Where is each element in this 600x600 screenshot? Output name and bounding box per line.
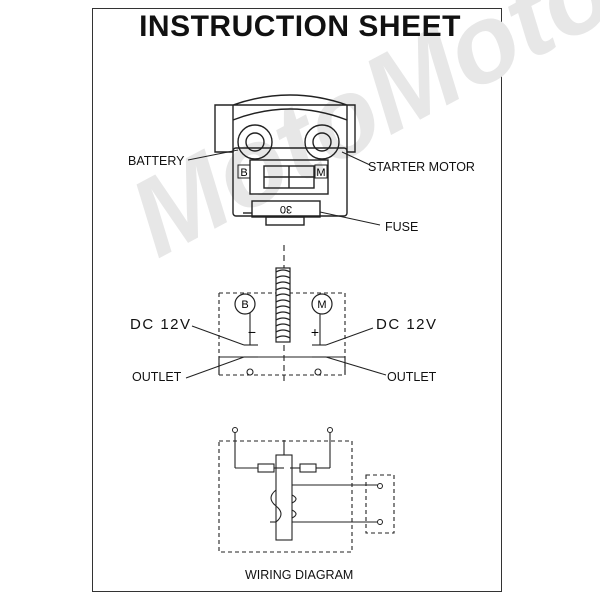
outlet-left-label: OUTLET <box>132 370 182 384</box>
terminal-b-label: B <box>240 167 247 179</box>
wiring-diagram <box>218 432 395 553</box>
outlet-right-label: OUTLET <box>387 370 437 384</box>
terminal-m-label: M <box>316 167 325 179</box>
page-title: INSTRUCTION SHEET <box>139 10 461 43</box>
dc-voltage-right: DC 12V <box>376 316 438 333</box>
middle-leader-lines <box>185 325 387 379</box>
instruction-sheet-border <box>92 8 502 592</box>
motor-circle <box>311 293 333 315</box>
relay-top-view <box>214 94 356 226</box>
starter-motor-label: STARTER MOTOR <box>368 160 475 174</box>
coil-winding <box>275 267 291 343</box>
circle-b-label: B <box>241 299 248 311</box>
minus-sign: − <box>248 324 256 340</box>
fuse-value-label: 30 <box>280 203 292 215</box>
wiring-terminal-upper <box>377 483 383 489</box>
circle-m-label: M <box>317 299 326 311</box>
battery-label: BATTERY <box>128 154 185 168</box>
wiring-terminal-lower <box>377 519 383 525</box>
terminal-b-box <box>237 164 251 179</box>
battery-circle <box>234 293 256 315</box>
terminal-m-box <box>314 164 328 179</box>
top-leader-lines <box>187 149 381 226</box>
fuse-label: FUSE <box>385 220 419 234</box>
wiring-terminal-m <box>327 427 333 433</box>
wiring-terminal-b <box>232 427 238 433</box>
plus-sign: + <box>311 324 319 340</box>
wiring-diagram-caption: WIRING DIAGRAM <box>245 568 354 582</box>
dc-voltage-left: DC 12V <box>130 316 192 333</box>
